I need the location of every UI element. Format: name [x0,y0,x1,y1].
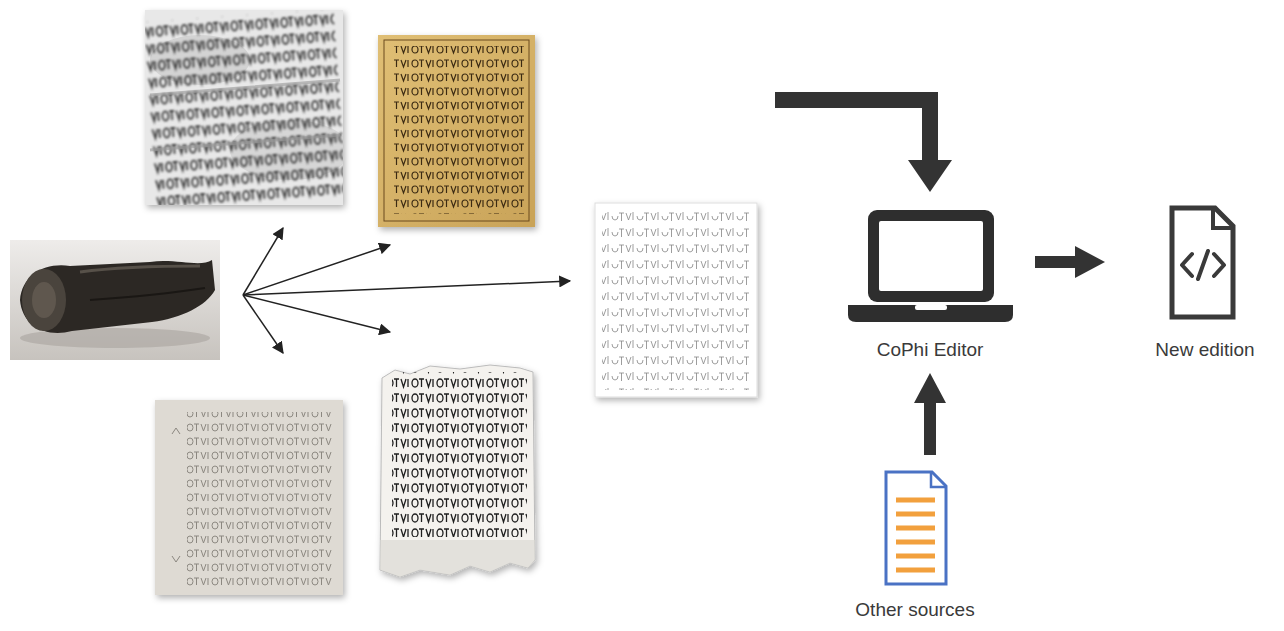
image-frame [595,203,757,397]
source-arrow [243,281,570,295]
facsimile-image [380,365,535,580]
document-lines [896,500,935,570]
code-file-icon [1172,208,1233,317]
document-fold [931,472,946,487]
laptop-display [879,221,983,291]
faint-writing [187,412,332,590]
printed-writing [392,372,527,537]
scroll-highlight [80,266,200,272]
scroll-crack [90,288,205,300]
multispectral-image [144,9,350,210]
scroll-body [20,260,215,333]
icon-node: New edition [1130,200,1280,365]
icon-node: CoPhi Editor [840,205,1020,365]
drawn-writing [394,46,524,214]
fan-arrows [243,228,570,353]
faded-writing [145,10,343,205]
node-label: Other sources [855,599,974,625]
photo-background [10,240,220,360]
disegno-image [378,35,535,227]
scroll-end [22,269,66,331]
file-outline [1172,208,1233,317]
laptop-base [848,305,1013,322]
document-outline [886,472,946,584]
manuscript-image [155,400,343,595]
image-frame [378,35,535,227]
sketched-writing [602,210,750,390]
code-symbol [1182,251,1224,279]
arrow-shaft [775,100,930,162]
node-label: CoPhi Editor [877,339,984,365]
flow-arrow [924,401,936,455]
scroll-end-core [32,282,56,318]
flow-arrow [1035,256,1077,268]
torn-area [380,540,535,580]
drawing-border [384,40,529,221]
node-label: New edition [1155,339,1254,365]
icon-node: Other sources [835,465,995,625]
file-fold [1213,208,1233,228]
sketch-image [595,203,757,397]
source-arrow [243,228,283,295]
document-icon [886,472,946,584]
arrow-head [908,160,952,192]
papyrus-fold [150,80,340,150]
elbow-arrow [775,100,952,192]
laptop-screen [868,210,994,302]
image-frame [155,400,343,595]
source-arrow [243,295,283,353]
source-arrow [243,245,390,295]
laptop-icon [848,210,1013,322]
margin-mark [172,428,180,562]
scroll-photo [10,240,220,360]
laptop-notch [915,305,947,310]
